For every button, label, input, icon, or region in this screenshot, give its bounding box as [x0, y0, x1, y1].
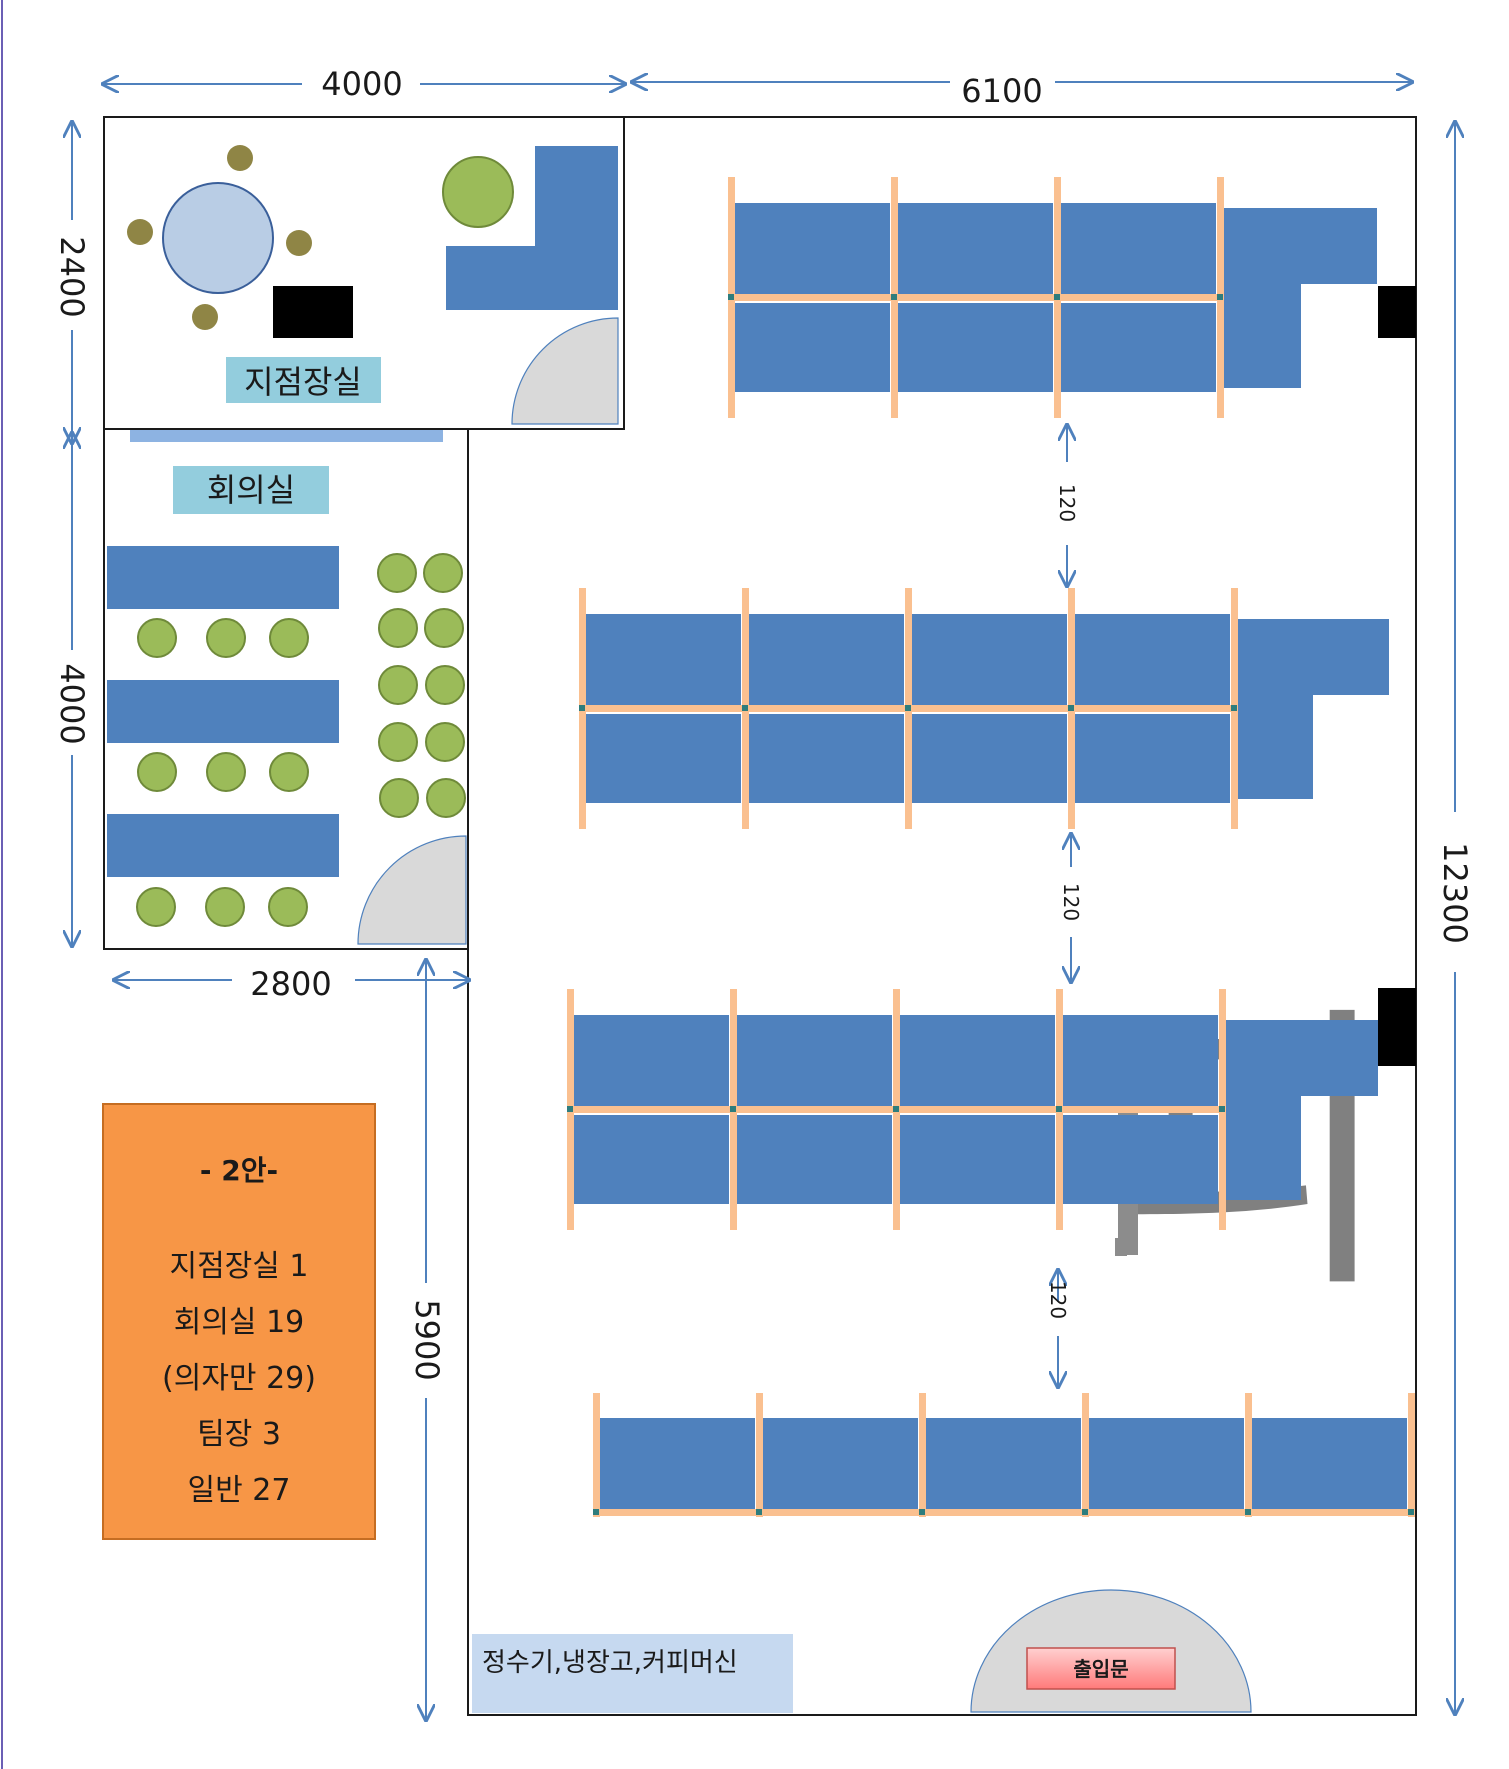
- dim-left-middle: 4000: [53, 663, 91, 744]
- cabinet: [1378, 286, 1416, 338]
- workstation-group-1: [728, 177, 1416, 418]
- meeting-room-label-box: [173, 466, 329, 514]
- branch-room-label-box: [226, 357, 381, 403]
- meeting-tables: [107, 546, 339, 877]
- cabinet: [273, 286, 353, 338]
- watermark-stroke: [1115, 1238, 1127, 1256]
- door-arc-branch: [511, 317, 619, 425]
- manager-desk: [446, 146, 618, 310]
- team-leader-desk: [1225, 1020, 1378, 1200]
- workstation-group-4: [593, 1393, 1415, 1517]
- meeting-room-label: 회의실: [207, 471, 295, 509]
- summary-line-team-leader: 팀장 3: [197, 1417, 281, 1452]
- entrance-button[interactable]: [1026, 1647, 1176, 1690]
- dim-left-lower: 5900: [408, 1299, 446, 1380]
- summary-line-chairs: (의자만 29): [162, 1361, 316, 1396]
- dim-left-upper: 2400: [53, 236, 91, 317]
- dim-top-left: 4000: [321, 65, 402, 103]
- summary-lines: 지점장실 1 회의실 19 (의자만 29) 팀장 3 일반 27: [104, 1239, 374, 1519]
- summary-title: - 2안-: [199, 1154, 279, 1187]
- dim-aisle-1: 120: [1055, 484, 1079, 522]
- dim-aisle-2: 120: [1059, 883, 1083, 921]
- workstation-group-2: [579, 588, 1389, 829]
- dim-top-right: 6100: [961, 72, 1042, 110]
- team-leader-desk: [1224, 208, 1377, 388]
- utility-area: [472, 1634, 793, 1713]
- cabinet: [1378, 988, 1416, 1066]
- summary-line-general: 일반 27: [187, 1473, 291, 1508]
- manager-chair: [442, 156, 514, 228]
- walls: [103, 116, 1417, 1716]
- chairs-round-table: [127, 145, 312, 330]
- round-table: [162, 182, 274, 294]
- meeting-board: [130, 430, 443, 442]
- team-leader-desk: [1237, 619, 1389, 799]
- dimension-lines: [72, 82, 1455, 1720]
- summary-line-branch: 지점장실 1: [169, 1249, 309, 1284]
- summary-line-meeting: 회의실 19: [173, 1305, 305, 1340]
- workstation-group-3: [567, 988, 1416, 1230]
- branch-room-label: 지점장실: [244, 363, 362, 401]
- plan-summary: - 2안- 지점장실 1 회의실 19 (의자만 29) 팀장 3 일반 27: [102, 1103, 376, 1540]
- dim-meeting-width: 2800: [250, 965, 331, 1003]
- door-arc-meeting: [357, 835, 467, 945]
- dim-aisle-3: 120: [1046, 1281, 1070, 1319]
- meeting-chairs: [136, 553, 466, 927]
- utility-label: 정수기,냉장고,커피머신: [482, 1648, 738, 1678]
- entrance-label: 출입문: [1073, 1657, 1128, 1681]
- dim-right-total: 12300: [1436, 842, 1474, 944]
